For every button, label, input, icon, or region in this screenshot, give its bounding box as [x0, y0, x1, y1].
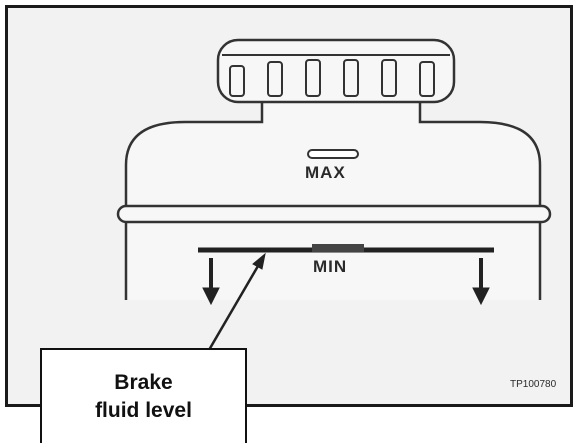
seam-ring — [116, 204, 552, 224]
leader-arrow — [207, 252, 266, 351]
max-marker — [307, 149, 359, 159]
figure-code: TP100780 — [510, 379, 557, 390]
right-down-arrow — [472, 258, 490, 306]
left-down-arrow — [202, 258, 220, 306]
min-label: MIN — [313, 257, 348, 276]
callout-line-2: fluid level — [95, 398, 192, 422]
callout-line-1: Brake — [114, 370, 173, 394]
max-label: MAX — [305, 163, 346, 182]
reservoir-cap — [216, 38, 456, 104]
callout-box: Brake fluid level — [40, 348, 247, 443]
min-marker — [312, 244, 364, 252]
